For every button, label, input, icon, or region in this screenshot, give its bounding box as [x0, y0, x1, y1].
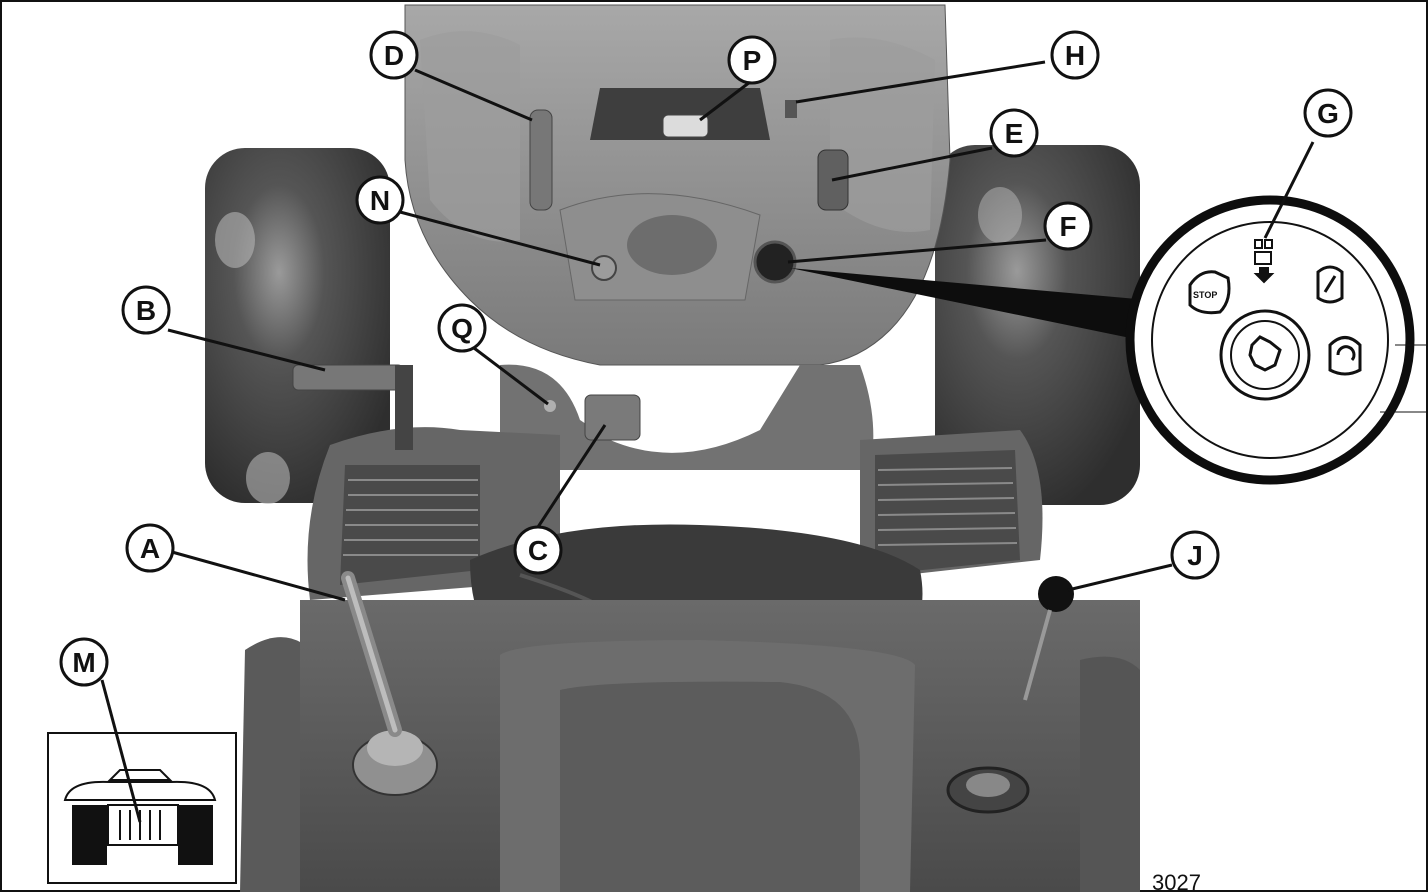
callout-b: B — [123, 287, 169, 333]
callout-a: A — [127, 525, 173, 571]
callout-f: F — [1045, 203, 1091, 249]
callout-n-label: N — [370, 185, 390, 216]
callout-p: P — [729, 37, 775, 83]
callout-j-label: J — [1187, 540, 1203, 571]
callout-n: N — [357, 177, 403, 223]
callout-b-label: B — [136, 295, 156, 326]
callout-e: E — [991, 110, 1037, 156]
callout-h-label: H — [1065, 40, 1085, 71]
start-icon — [1330, 338, 1360, 375]
callout-m: M — [61, 639, 107, 685]
callout-c: C — [515, 527, 561, 573]
callout-p-label: P — [743, 45, 762, 76]
stop-label: STOP — [1193, 290, 1217, 300]
figure-number: 3027 — [1152, 870, 1201, 892]
throttle-lever — [293, 365, 403, 390]
callout-g: G — [1305, 90, 1351, 136]
callout-g-label: G — [1317, 98, 1339, 129]
callout-m-label: M — [72, 647, 95, 678]
callout-q-label: Q — [451, 313, 473, 344]
callout-d: D — [371, 32, 417, 78]
callout-q: Q — [439, 305, 485, 351]
stop-icon: STOP — [1190, 272, 1229, 313]
lever-d — [530, 110, 552, 210]
callout-j: J — [1172, 532, 1218, 578]
callout-a-label: A — [140, 533, 160, 564]
j-knob — [1038, 576, 1074, 612]
callout-e-label: E — [1005, 118, 1024, 149]
steering-column — [627, 215, 717, 275]
callout-d-label: D — [384, 40, 404, 71]
callout-h: H — [1052, 32, 1098, 78]
callout-f-label: F — [1059, 211, 1076, 242]
run-icon — [1318, 267, 1342, 302]
callout-c-label: C — [528, 535, 548, 566]
